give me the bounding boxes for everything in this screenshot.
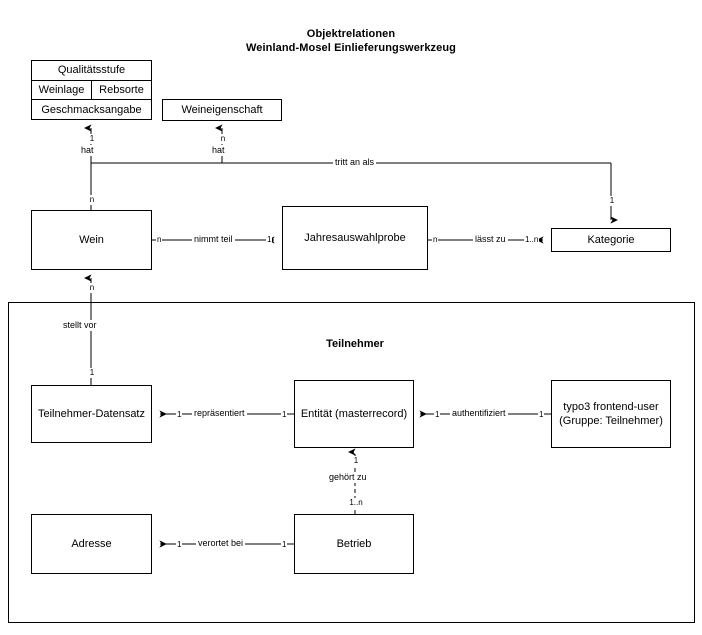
- cardinality-gehoert-zu-to: 1: [337, 456, 375, 466]
- relation-label-laesst-zu: lässt zu: [473, 234, 508, 245]
- cell-rebsorte[interactable]: Rebsorte: [99, 84, 144, 96]
- cell-geschmacksangabe[interactable]: Geschmacksangabe: [41, 103, 142, 116]
- cardinality-nimmt-teil-to: 1: [266, 235, 273, 245]
- relation-label-tritt-an-als: tritt an als: [333, 157, 377, 168]
- entity-adresse[interactable]: Adresse: [31, 514, 152, 574]
- cardinality-repraesentiert-to: 1: [176, 410, 183, 420]
- group-teilnehmer-title: Teilnehmer: [326, 338, 384, 350]
- cardinality-laesst-zu-from: n: [432, 235, 439, 245]
- cardinality-weineigenschaft-to: n: [204, 134, 242, 144]
- entity-weineigenschaft-label: Weineigenschaft: [181, 104, 263, 116]
- cardinality-authentifiziert-from: 1: [538, 410, 545, 420]
- entity-typo3-user-line1: typo3 frontend-user: [563, 401, 659, 413]
- page-title-line1: Objektrelationen: [306, 28, 396, 40]
- cardinality-stellt-vor-from: 1: [73, 368, 111, 378]
- relation-label-authentifiziert: authentifiziert: [450, 408, 508, 419]
- cardinality-wein-attributes-from: n: [73, 195, 111, 205]
- entity-teilnehmer-datensatz[interactable]: Teilnehmer-Datensatz: [31, 385, 152, 443]
- table-row: Geschmacksangabe: [32, 100, 151, 119]
- table-row: Qualitätsstufe: [32, 61, 151, 81]
- relation-label-wein-has-weineigenschaft: hat: [210, 145, 227, 156]
- entity-typo3-user-line2: (Gruppe: Teilnehmer): [559, 415, 663, 427]
- cell-weinlage[interactable]: Weinlage: [32, 80, 92, 100]
- cardinality-authentifiziert-to: 1: [434, 410, 441, 420]
- relation-label-nimmt-teil: nimmt teil: [192, 234, 235, 245]
- entity-wine-attributes[interactable]: Qualitätsstufe Weinlage Rebsorte Geschma…: [31, 60, 152, 120]
- relation-label-stellt-vor: stellt vor: [61, 320, 99, 331]
- relation-label-verortet-bei: verortet bei: [196, 538, 246, 549]
- cardinality-nimmt-teil-from: n: [156, 235, 163, 245]
- entity-teilnehmer-datensatz-label: Teilnehmer-Datensatz: [38, 408, 145, 420]
- group-teilnehmer: [8, 302, 695, 623]
- entity-betrieb-label: Betrieb: [336, 538, 372, 550]
- entity-wein-label: Wein: [79, 234, 104, 246]
- entity-entitaet-masterrecord[interactable]: Entität (masterrecord): [294, 380, 414, 448]
- entity-typo3-frontend-user[interactable]: typo3 frontend-user (Gruppe: Teilnehmer): [551, 380, 671, 448]
- cardinality-laesst-zu-to: 1..n: [524, 235, 540, 245]
- cell-qualitaetsstufe[interactable]: Qualitätsstufe: [57, 64, 126, 77]
- cardinality-repraesentiert-from: 1: [281, 410, 288, 420]
- table-row: Weinlage Rebsorte: [32, 80, 151, 101]
- entity-jahresauswahlprobe-label: Jahresauswahlprobe: [304, 232, 406, 244]
- relation-label-wein-has-attributes: hat: [79, 145, 96, 156]
- page-title: Objektrelationen Weinland-Mosel Einliefe…: [0, 27, 702, 55]
- relation-label-gehoert-zu: gehört zu: [327, 472, 369, 483]
- entity-betrieb[interactable]: Betrieb: [294, 514, 414, 574]
- cardinality-gehoert-zu-from: 1..n: [337, 498, 375, 508]
- relation-label-repraesentiert: repräsentiert: [192, 408, 247, 419]
- entity-jahresauswahlprobe[interactable]: Jahresauswahlprobe: [282, 206, 428, 270]
- entity-entitaet-label: Entität (masterrecord): [300, 408, 408, 420]
- entity-kategorie-label: Kategorie: [587, 234, 635, 246]
- cardinality-verortet-bei-from: 1: [281, 540, 288, 550]
- cardinality-tritt-an-als-to: 1: [593, 196, 631, 206]
- cardinality-wein-attributes-to: 1: [73, 134, 111, 144]
- entity-adresse-label: Adresse: [71, 538, 112, 550]
- page-title-line2: Weinland-Mosel Einlieferungswerkzeug: [246, 42, 456, 54]
- cardinality-stellt-vor-to: n: [73, 283, 111, 293]
- cardinality-verortet-bei-to: 1: [176, 540, 183, 550]
- entity-wein[interactable]: Wein: [31, 210, 152, 270]
- entity-kategorie[interactable]: Kategorie: [551, 228, 671, 252]
- entity-weineigenschaft[interactable]: Weineigenschaft: [162, 99, 282, 121]
